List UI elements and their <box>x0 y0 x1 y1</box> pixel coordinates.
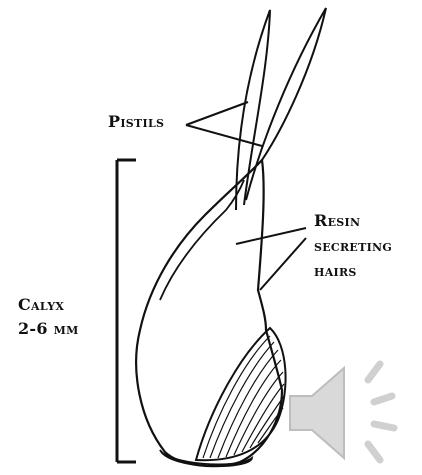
calyx-inner-line <box>160 180 244 300</box>
striated-bract <box>196 328 286 460</box>
sound-waves <box>368 364 394 460</box>
pistils-label: Pistils <box>108 112 164 131</box>
speaker-body <box>290 368 344 458</box>
pistils-pointer <box>186 102 262 146</box>
resin-pointer <box>236 228 306 290</box>
calyx-base <box>160 450 252 466</box>
calyx-label-line2: 2-6 mm <box>18 317 79 341</box>
speaker-icon[interactable] <box>282 358 412 468</box>
calyx-label-line1: Calyx <box>18 293 79 317</box>
pistil-right <box>246 8 326 200</box>
resin-label-line2: secreting <box>314 233 392 258</box>
calyx-bracket <box>117 160 136 462</box>
resin-label-line3: hairs <box>314 258 392 283</box>
calyx-label: Calyx 2-6 mm <box>18 293 79 341</box>
resin-label-line1: Resin <box>314 208 392 233</box>
resin-label: Resin secreting hairs <box>314 208 392 283</box>
